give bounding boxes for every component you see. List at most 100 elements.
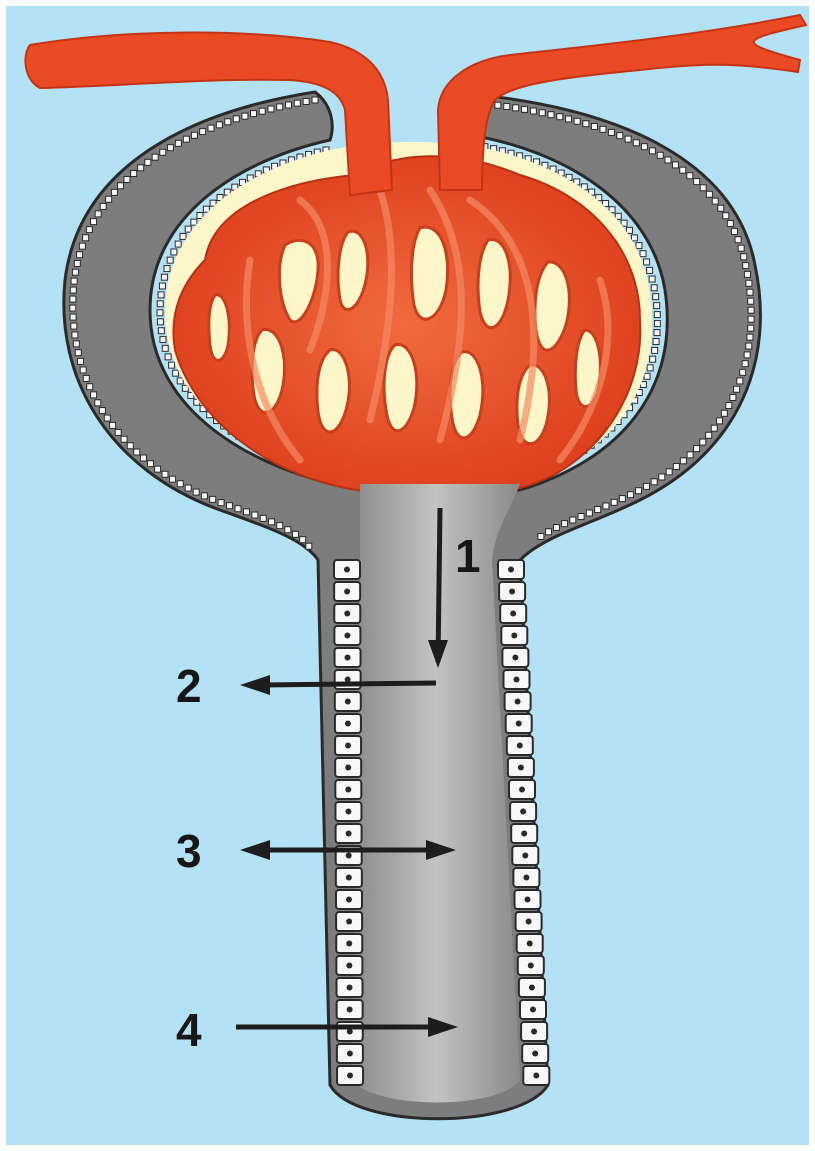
capsule-cell xyxy=(653,294,659,300)
capsule-cell xyxy=(167,257,173,263)
cell-nucleus xyxy=(345,743,351,749)
capsule-cell xyxy=(640,251,646,257)
capsule-cell xyxy=(591,123,597,129)
capsule-cell xyxy=(649,148,655,154)
capsule-cell xyxy=(260,515,266,521)
capsule-cell xyxy=(127,443,133,449)
capsule-cell xyxy=(160,149,166,155)
capsule-cell xyxy=(83,235,89,241)
capsule-cell xyxy=(277,104,283,110)
cell-nucleus xyxy=(531,1029,537,1035)
cell-nucleus xyxy=(533,1073,539,1079)
cell-nucleus xyxy=(345,655,351,661)
capsule-cell xyxy=(175,241,181,247)
capsule-cell xyxy=(242,113,248,119)
capsule-cell xyxy=(621,220,627,226)
capsule-cell xyxy=(183,136,189,142)
capsule-cell xyxy=(530,108,536,114)
capsule-cell xyxy=(77,252,83,258)
capsule-cell xyxy=(680,167,686,173)
capsule-cell xyxy=(162,345,168,351)
label-3: 3 xyxy=(176,825,202,877)
capillary-gap xyxy=(209,295,229,361)
capsule-cell xyxy=(726,402,732,408)
capsule-cell xyxy=(294,100,300,106)
cell-nucleus xyxy=(346,897,352,903)
cell-nucleus xyxy=(345,721,351,727)
cell-nucleus xyxy=(346,853,352,859)
capsule-cell xyxy=(578,513,584,519)
cell-nucleus xyxy=(345,699,351,705)
capsule-cell xyxy=(157,310,163,316)
capsule-cell xyxy=(748,307,754,313)
cell-nucleus xyxy=(532,1051,538,1057)
cell-nucleus xyxy=(527,941,533,947)
capsule-cell xyxy=(700,185,706,191)
capsule-cell xyxy=(158,292,164,298)
capsule-cell xyxy=(203,206,209,212)
capsule-cell xyxy=(611,499,617,505)
cell-nucleus xyxy=(510,611,516,617)
cell-nucleus xyxy=(515,699,521,705)
capsule-cell xyxy=(553,525,559,531)
capsule-cell xyxy=(147,461,153,467)
capsule-cell xyxy=(152,154,158,160)
capsule-cell xyxy=(654,312,660,318)
capsule-cell xyxy=(672,162,678,168)
capsule-cell xyxy=(70,305,76,311)
capsule-cell xyxy=(641,144,647,150)
capsule-cell xyxy=(548,112,554,118)
capsule-cell xyxy=(595,507,601,513)
capillary-gap xyxy=(384,345,417,431)
capsule-cell xyxy=(175,140,181,146)
capsule-cell xyxy=(659,474,665,480)
capsule-cell xyxy=(665,157,671,163)
capsule-cell xyxy=(201,493,207,499)
capsule-cell xyxy=(673,463,679,469)
capsule-cell xyxy=(694,446,700,452)
capsule-cell xyxy=(633,140,639,146)
cell-nucleus xyxy=(520,809,526,815)
cell-nucleus xyxy=(347,1051,353,1057)
capsule-cell xyxy=(131,170,137,176)
capsule-cell xyxy=(285,102,291,108)
label-2: 2 xyxy=(176,660,202,712)
capsule-cell xyxy=(603,503,609,509)
capsule-cell xyxy=(734,386,740,392)
capsule-cell xyxy=(721,410,727,416)
capsule-cell xyxy=(292,531,298,537)
capsule-cell xyxy=(155,466,161,472)
capsule-cell xyxy=(636,243,642,249)
capsule-cell xyxy=(631,235,637,241)
cell-nucleus xyxy=(523,875,529,881)
cell-nucleus xyxy=(511,633,517,639)
capsule-cell xyxy=(746,280,752,286)
capsule-cell xyxy=(162,471,168,477)
capsule-cell xyxy=(741,254,747,260)
capsule-cell xyxy=(227,503,233,509)
cell-nucleus xyxy=(529,985,535,991)
capsule-cell xyxy=(608,129,614,135)
capsule-cell xyxy=(737,378,743,384)
capsule-cell xyxy=(157,301,163,307)
capsule-cell xyxy=(700,439,706,445)
capsule-cell xyxy=(70,296,76,302)
capsule-cell xyxy=(583,121,589,127)
cell-nucleus xyxy=(344,611,350,617)
capsule-cell xyxy=(79,243,85,249)
glomerulus xyxy=(173,156,640,492)
capsule-cell xyxy=(72,332,78,338)
capsule-cell xyxy=(171,249,177,255)
capsule-cell xyxy=(269,519,275,525)
capsule-cell xyxy=(649,276,655,282)
capsule-cell xyxy=(100,203,106,209)
capsule-cell xyxy=(160,337,166,343)
capsule-cell xyxy=(651,479,657,485)
cell-nucleus xyxy=(346,831,352,837)
capsule-cell xyxy=(539,110,545,116)
capsule-cell xyxy=(185,226,191,232)
capsule-cell xyxy=(747,289,753,295)
capsule-cell xyxy=(746,343,752,349)
capsule-cell xyxy=(91,392,97,398)
cell-nucleus xyxy=(345,809,351,815)
